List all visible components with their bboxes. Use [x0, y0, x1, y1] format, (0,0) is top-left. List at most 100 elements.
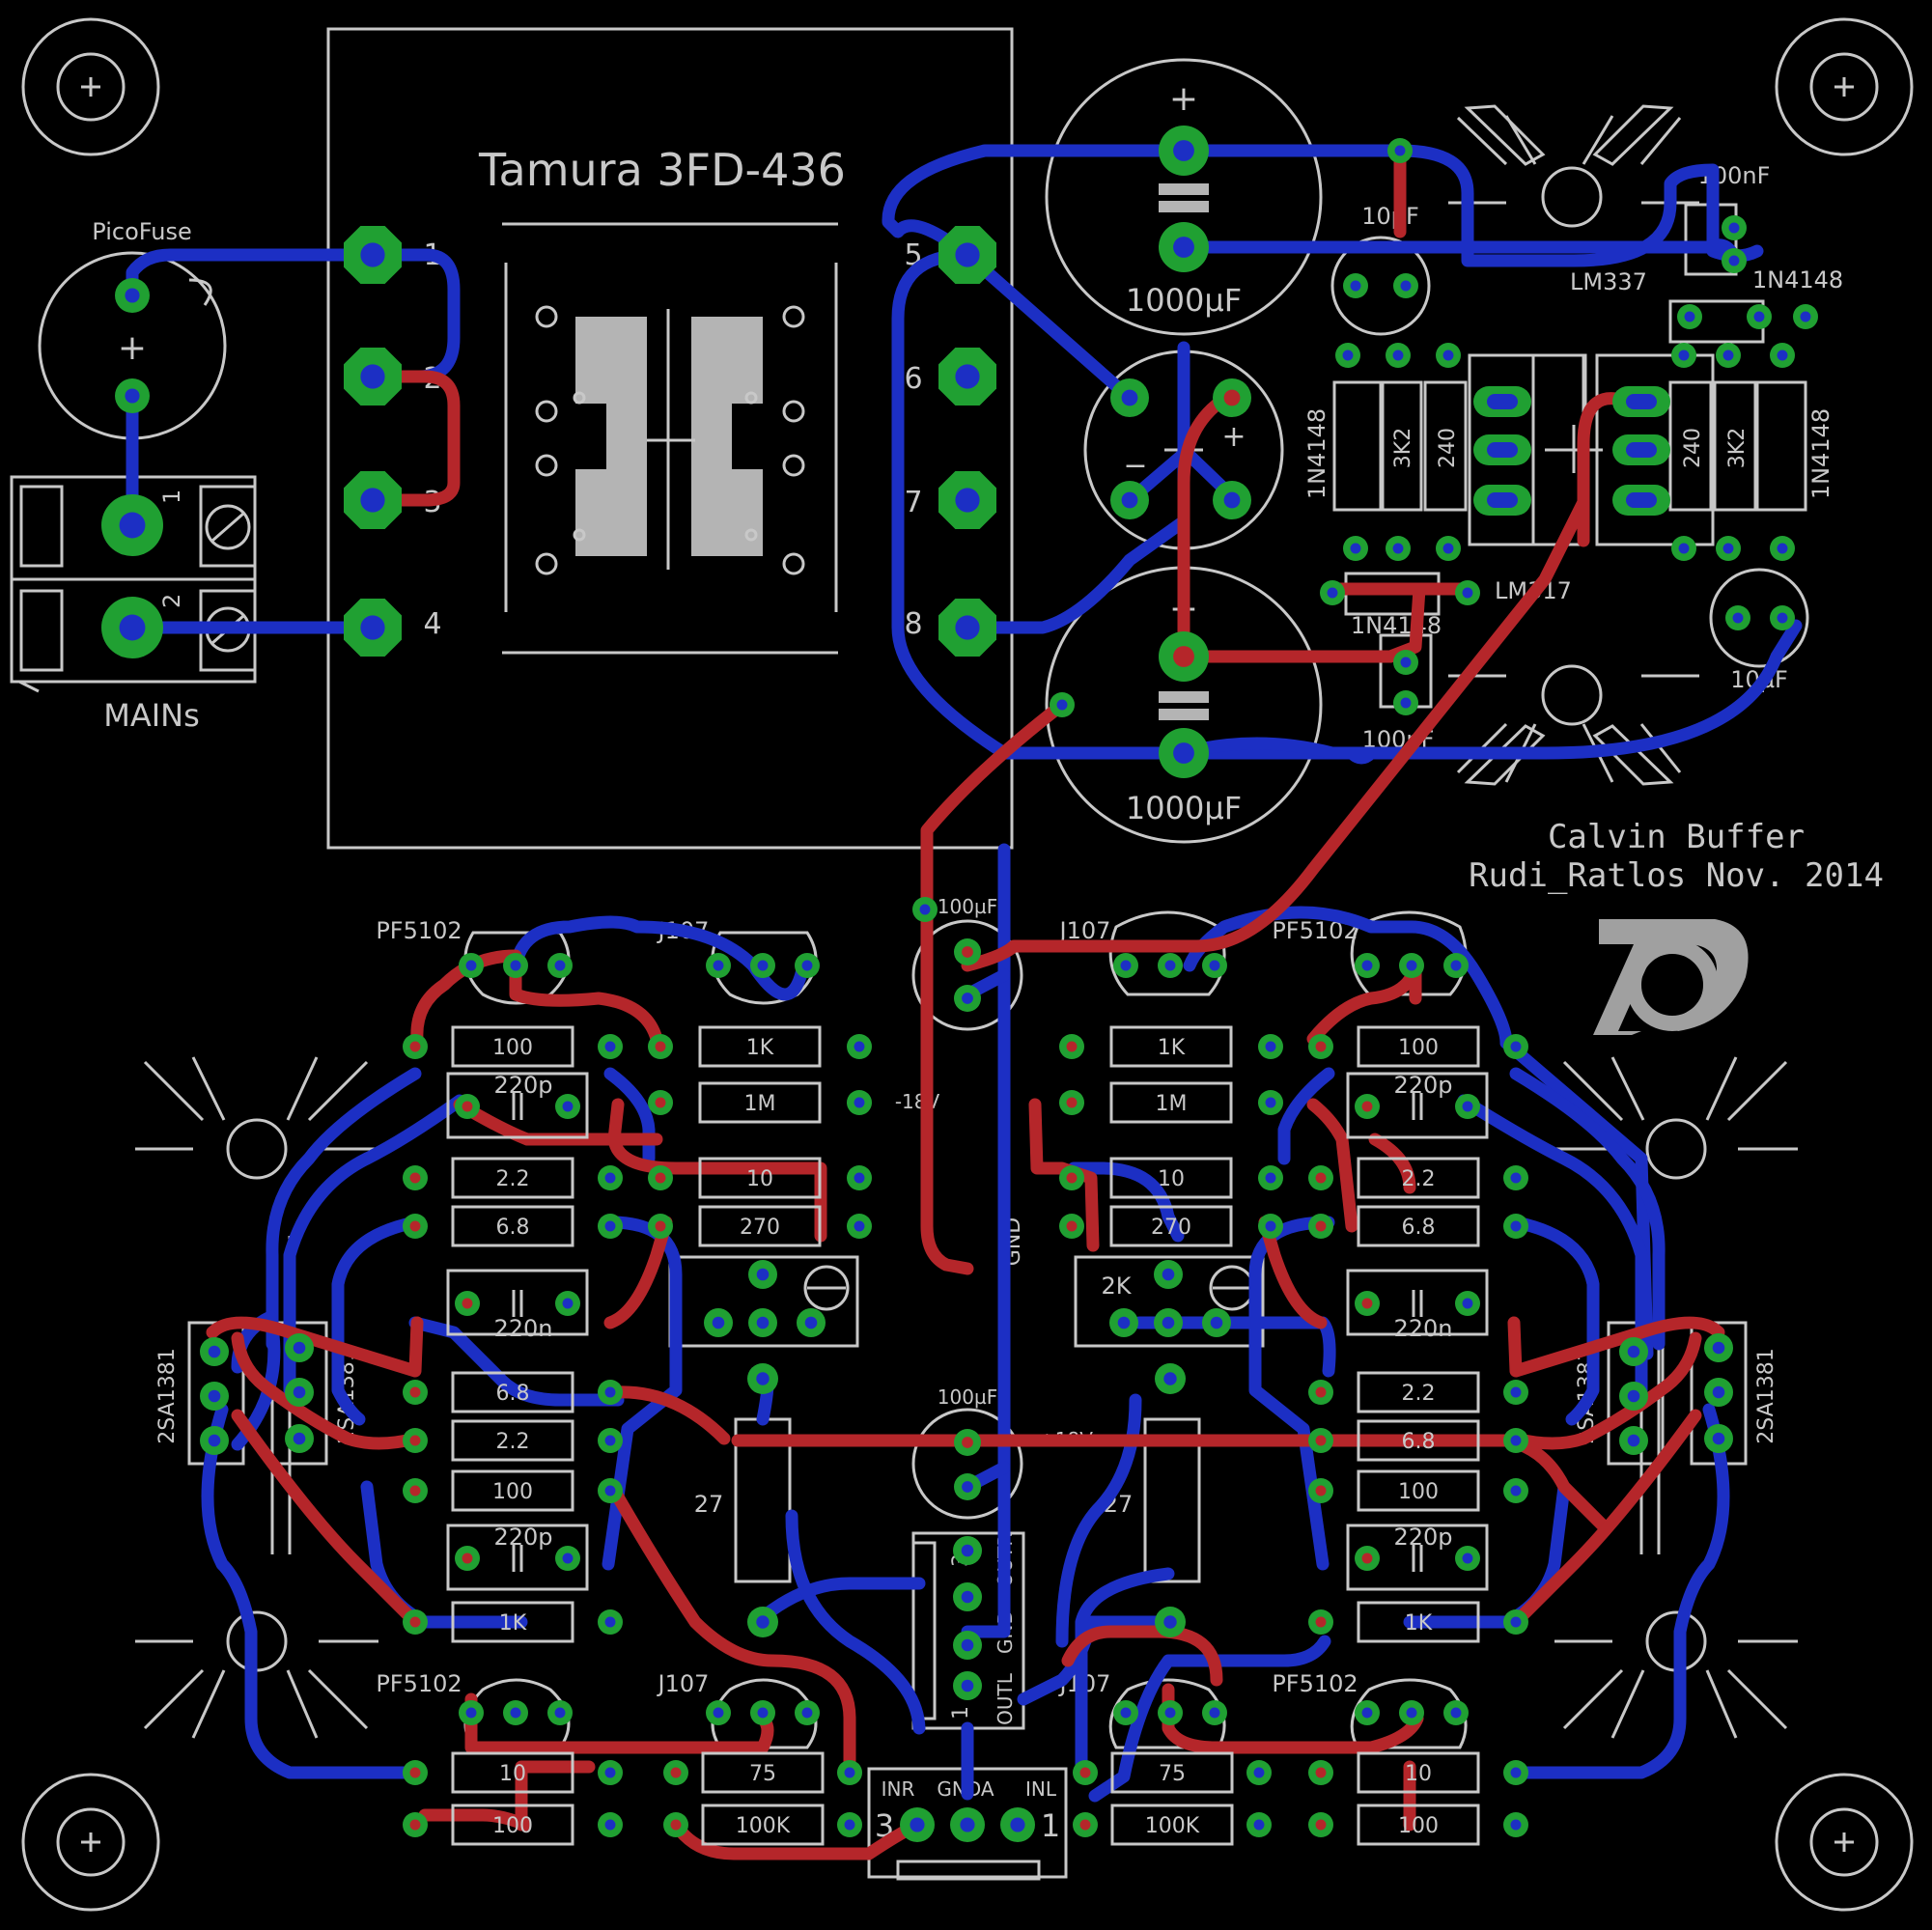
r240-label-right: 240 — [1681, 428, 1705, 468]
tr-pin-label-6: 6 — [904, 362, 922, 396]
c220p-c-label: 220p — [1393, 1072, 1452, 1099]
pad-drill — [854, 1041, 865, 1052]
r1k-b-body — [698, 1025, 822, 1068]
tr-pin-label-7: 7 — [904, 486, 922, 519]
pad-drill — [1728, 255, 1740, 266]
pad-drill — [562, 1101, 574, 1112]
pad-drill — [1777, 543, 1788, 554]
pad-drill — [962, 946, 973, 958]
r270-a-body — [698, 1205, 822, 1247]
pad-drill — [465, 1707, 477, 1719]
r1m-b-body — [1109, 1081, 1233, 1124]
pad-drill — [961, 1679, 974, 1692]
heatsink-top-right — [1448, 104, 1699, 228]
r100-f-label: 100 — [1398, 1814, 1439, 1838]
pad-drill — [1066, 1172, 1078, 1184]
r75-a-label: 75 — [749, 1762, 776, 1786]
pad-drill — [1627, 1434, 1640, 1447]
c220p-b-body — [446, 1524, 589, 1591]
pad-drill — [757, 960, 769, 971]
pad-drill — [1210, 1316, 1223, 1329]
pad-drill — [1265, 1172, 1276, 1184]
pad-drill — [119, 512, 146, 539]
logo-letter: R — [1662, 968, 1690, 1007]
pad-drill — [554, 1707, 566, 1719]
pad-drill — [510, 1707, 521, 1719]
pad-drill — [961, 1590, 974, 1604]
j107-label-3: J107 — [657, 1670, 710, 1697]
pad-drill — [712, 1316, 725, 1329]
pad-drill — [604, 1220, 616, 1232]
pad-drill — [1173, 742, 1194, 764]
pad-drill — [955, 615, 980, 640]
rectifier-plus: + — [1221, 420, 1246, 454]
pad-drill — [910, 1817, 925, 1832]
r68-b-body — [451, 1371, 574, 1413]
pad-drill — [756, 1615, 770, 1629]
pad-drill — [801, 960, 813, 971]
mounting-hole-top-right — [1775, 17, 1914, 156]
mounting-hole-top-left — [21, 17, 160, 156]
pad-drill — [1253, 1767, 1265, 1778]
pad-drill — [1315, 1220, 1327, 1232]
pad-drill — [1400, 697, 1412, 709]
pad-drill — [1315, 1485, 1327, 1496]
r27-label-left: 27 — [694, 1491, 724, 1518]
mounting-hole-bottom-left — [21, 1773, 160, 1912]
in-label-inl: INL — [1025, 1777, 1057, 1801]
pad-drill — [293, 1385, 306, 1399]
pad-drill — [1265, 1041, 1276, 1052]
pad-drill — [1056, 699, 1068, 711]
pad-drill — [1510, 1386, 1522, 1398]
c220n-a-label: 220n — [493, 1315, 552, 1342]
pf5102-label-3: PF5102 — [376, 1670, 462, 1697]
pad-drill — [1361, 960, 1373, 971]
pad-drill — [208, 1389, 221, 1403]
pad-drill — [1777, 612, 1788, 624]
r270-b-label: 270 — [1151, 1216, 1191, 1240]
pad-drill — [1121, 491, 1138, 509]
pad-drill — [844, 1819, 855, 1831]
pad-drill — [125, 388, 140, 404]
pad-drill — [1350, 543, 1361, 554]
pad-drill — [1394, 145, 1406, 156]
pad-drill — [1684, 311, 1695, 322]
pad-drill — [1066, 1097, 1078, 1108]
r75-b-label: 75 — [1159, 1762, 1186, 1786]
rectifier-minus: − — [1123, 449, 1147, 483]
pad-drill — [1066, 1041, 1078, 1052]
pad-drill — [462, 1552, 473, 1564]
pad-drill — [1462, 1552, 1473, 1564]
pad-drill — [1162, 1268, 1175, 1281]
r100k-b-label: 100K — [1145, 1814, 1200, 1838]
out-label-outl: OUTL — [994, 1672, 1017, 1725]
r100-c-label: 100 — [492, 1814, 533, 1838]
pad-drill — [1510, 1041, 1522, 1052]
pad-drill — [1361, 1101, 1373, 1112]
r1m-a-label: 1M — [744, 1092, 776, 1116]
pad-drill — [1510, 1767, 1522, 1778]
r100-e-body — [1357, 1469, 1480, 1512]
pad-drill — [1361, 1707, 1373, 1719]
pad-drill — [955, 364, 980, 389]
pad-drill — [1626, 492, 1657, 508]
r75-b-body — [1110, 1751, 1234, 1794]
r1m-a-body — [698, 1081, 822, 1124]
r68-c-label: 6.8 — [1402, 1216, 1436, 1240]
c220p-a-label: 220p — [493, 1072, 552, 1099]
r10-a-label: 10 — [499, 1762, 526, 1786]
pad-drill — [1173, 140, 1194, 161]
pads-layer — [101, 126, 1818, 1842]
c220p-a-body — [446, 1072, 589, 1139]
pad-drill — [604, 1485, 616, 1496]
pad-drill — [1223, 491, 1241, 509]
pad-drill — [293, 1341, 306, 1355]
r1k-c-label: 1K — [1158, 1036, 1186, 1060]
pad-drill — [1121, 389, 1138, 406]
pad-drill — [604, 1041, 616, 1052]
pad-drill — [1117, 1316, 1131, 1329]
r68-c-body — [1357, 1205, 1480, 1247]
pad-drill — [1462, 587, 1473, 599]
r22-a-label: 2.2 — [496, 1167, 530, 1191]
